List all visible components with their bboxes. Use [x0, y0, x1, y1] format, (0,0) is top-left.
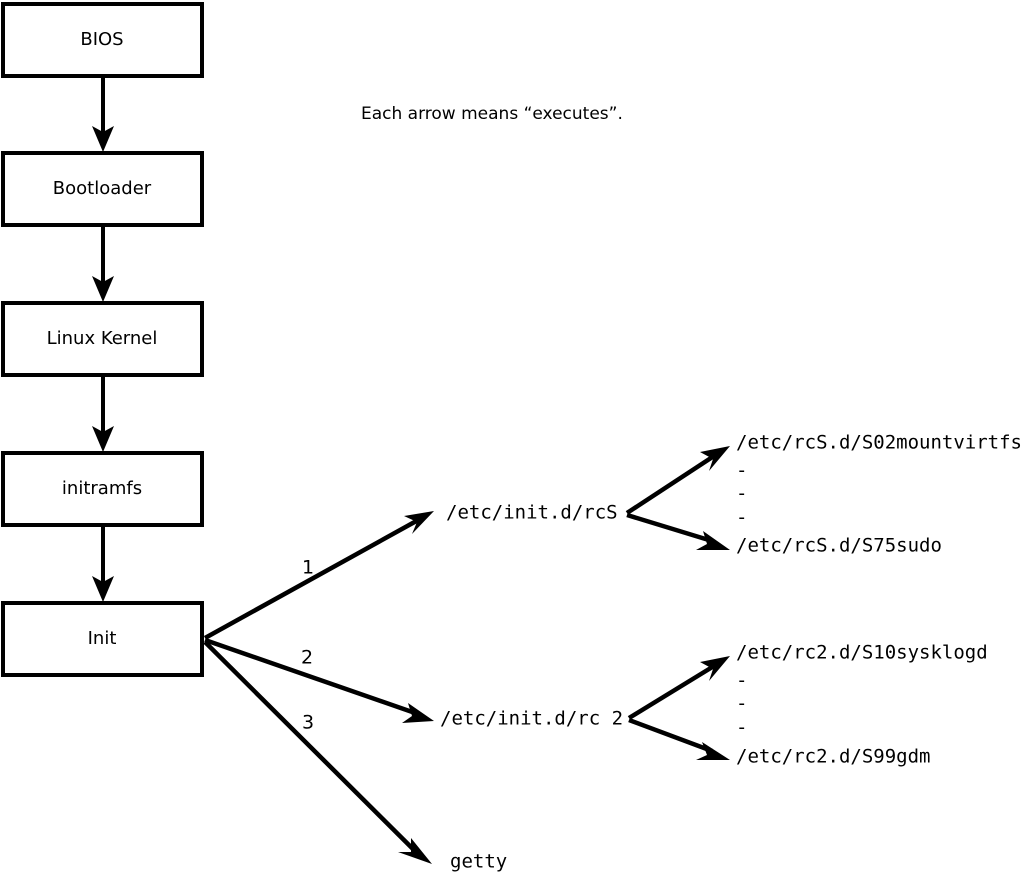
rc2-ellipsis-dash-1: -	[736, 670, 747, 692]
rcs-script-first: /etc/rcS.d/S02mountvirtfs	[736, 432, 1022, 454]
arrowhead-rcs-last	[696, 531, 730, 550]
node-initramfs[interactable]: initramfs	[1, 451, 204, 527]
node-init-box	[1, 601, 204, 677]
arrow-bios-to-bootloader	[92, 76, 114, 152]
node-bootloader-label: Bootloader	[53, 178, 152, 199]
fan-rc2-bottom	[628, 717, 730, 760]
node-bios-box	[1, 2, 204, 78]
node-initramfs-label: initramfs	[62, 478, 142, 499]
rcs-ellipsis-dash-1: -	[736, 460, 747, 482]
node-bios[interactable]: BIOS	[1, 2, 204, 78]
rc2-script-last: /etc/rc2.d/S99gdm	[736, 746, 930, 768]
arrowhead-rcs-first	[700, 446, 730, 471]
diagram-caption: Each arrow means “executes”.	[361, 104, 623, 124]
arrowhead-rc2-last	[696, 742, 730, 760]
arrowhead-bios-bootloader	[92, 126, 114, 152]
node-bios-label: BIOS	[80, 29, 123, 50]
node-linux-kernel-label: Linux Kernel	[47, 328, 158, 349]
branch-label-getty: getty	[450, 851, 507, 873]
rcs-ellipsis-dash-2: -	[736, 483, 747, 505]
edge-label-3: 3	[302, 712, 314, 734]
arrow-init-branch-3: 3	[203, 640, 432, 864]
arrowhead-branch-3	[398, 838, 432, 864]
edge-label-1: 1	[302, 557, 314, 579]
node-bootloader[interactable]: Bootloader	[1, 151, 204, 227]
node-bootloader-box	[1, 151, 204, 227]
node-init[interactable]: Init	[1, 601, 204, 677]
arrowhead-initramfs-init	[92, 576, 114, 602]
rc2-ellipsis-dash-2: -	[736, 693, 747, 715]
arrowhead-bootloader-kernel	[92, 276, 114, 302]
node-linux-kernel[interactable]: Linux Kernel	[1, 301, 204, 377]
rc2-script-first: /etc/rc2.d/S10sysklogd	[736, 642, 988, 664]
arrow-init-branch-1: 1	[203, 511, 434, 640]
arrowhead-kernel-initramfs	[92, 426, 114, 452]
fan-rc2-top	[627, 656, 730, 720]
arrow-init-branch-2: 2	[204, 637, 434, 723]
rcs-script-last: /etc/rcS.d/S75sudo	[736, 535, 942, 557]
rcs-ellipsis-dash-3: -	[736, 507, 747, 529]
arrowhead-branch-1	[404, 511, 434, 534]
node-linux-kernel-box	[1, 301, 204, 377]
arrowhead-rc2-first	[700, 656, 730, 681]
edge-label-2: 2	[301, 647, 313, 669]
fan-rcs-bottom	[626, 512, 730, 550]
arrow-bootloader-to-kernel	[92, 225, 114, 302]
arrowhead-branch-2	[402, 703, 434, 723]
branch-label-rc2: /etc/init.d/rc 2	[440, 708, 623, 730]
rc2-ellipsis-dash-3: -	[736, 717, 747, 739]
fan-rcs-top	[625, 446, 730, 515]
arrow-initramfs-to-init	[92, 525, 114, 602]
node-init-label: Init	[88, 628, 117, 649]
arrow-kernel-to-initramfs	[92, 375, 114, 452]
branch-label-rcs: /etc/init.d/rcS	[446, 502, 618, 524]
